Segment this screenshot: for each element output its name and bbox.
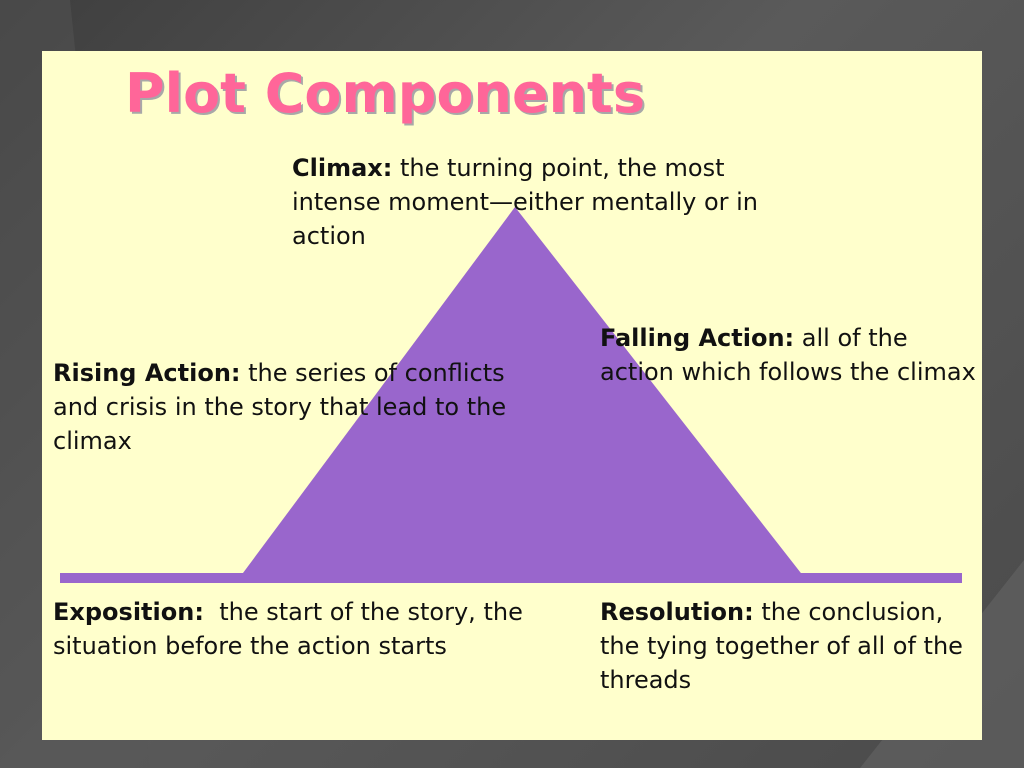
rising-action-term: Rising Action: xyxy=(53,359,241,387)
plot-baseline xyxy=(60,573,962,583)
climax-label: Climax: the turning point, the most inte… xyxy=(292,151,762,253)
rising-action-label: Rising Action: the series of conflicts a… xyxy=(53,356,523,458)
slide-panel: Plot Components Climax: the turning poin… xyxy=(42,51,982,740)
resolution-term: Resolution: xyxy=(600,598,754,626)
exposition-definition: the start of the story, the situation be… xyxy=(53,598,531,660)
exposition-term: Exposition: xyxy=(53,598,204,626)
resolution-label: Resolution: the conclusion, the tying to… xyxy=(600,595,980,697)
climax-definition: the turning point, the most intense mome… xyxy=(292,154,759,250)
plot-pyramid xyxy=(240,207,804,577)
climax-term: Climax: xyxy=(292,154,393,182)
falling-action-label: Falling Action: all of the action which … xyxy=(600,321,980,389)
slide-title: Plot Components xyxy=(125,62,646,125)
falling-action-definition: all of the action which follows the clim… xyxy=(600,324,976,386)
resolution-definition: the conclusion, the tying together of al… xyxy=(600,598,963,694)
rising-action-definition: the series of conflicts and crisis in th… xyxy=(53,359,507,455)
exposition-label: Exposition: the start of the story, the … xyxy=(53,595,523,663)
falling-action-term: Falling Action: xyxy=(600,324,795,352)
plot-diagram xyxy=(60,207,962,583)
